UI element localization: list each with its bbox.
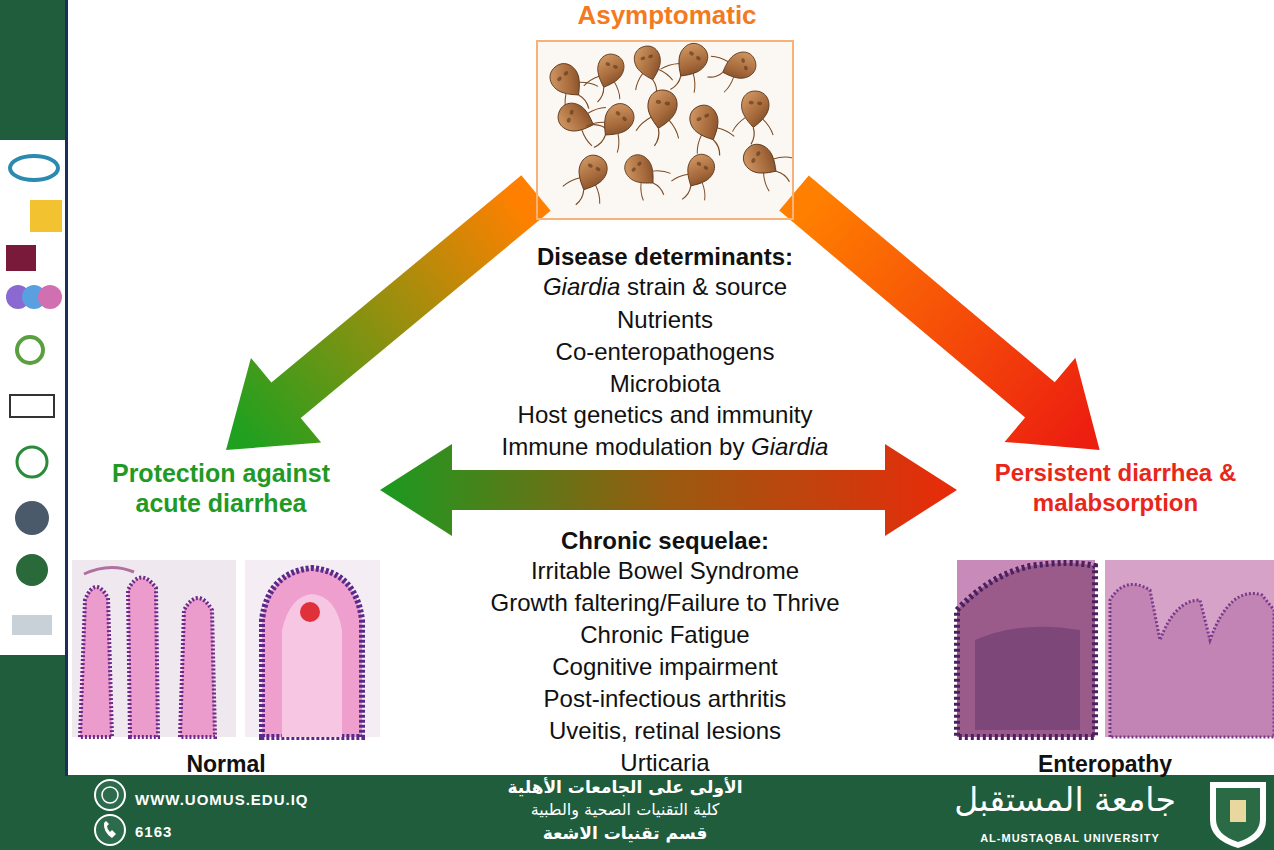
- list-item: Post-infectious arthritis: [365, 684, 965, 714]
- giardia-trophozoite: [615, 145, 678, 208]
- list-item: Uveitis, retinal lesions: [365, 716, 965, 746]
- logo-strip: [0, 140, 65, 655]
- footer-text: كلية التقنيات الصحية والطبية: [460, 799, 790, 821]
- logo-mark: [10, 156, 58, 180]
- giardia-trophozoite: [558, 148, 618, 214]
- histology-panel: [245, 560, 380, 737]
- ranking-logos: [0, 140, 65, 655]
- flattened-mucosa: [957, 563, 1095, 737]
- university-name: AL-MUSTAQBAL UNIVERSITY: [950, 831, 1190, 845]
- micrograph-box: Asymptomatic: [536, 40, 794, 220]
- giardia-trophozoite: [579, 94, 645, 161]
- phone-icon: [95, 815, 125, 845]
- list-item: Co-enteropathogens: [365, 337, 965, 367]
- intestinal-villus: [128, 577, 158, 737]
- logo-mark: [10, 395, 54, 417]
- university-shield: [1210, 782, 1266, 848]
- list-item: Immune modulation by Giardia: [365, 432, 965, 462]
- list-item: Host genetics and immunity: [365, 400, 965, 430]
- list-item: Microbiota: [365, 369, 965, 399]
- tissue-fragment: [84, 567, 134, 574]
- image-caption: Enteropathy: [957, 750, 1253, 778]
- outcome-heading: Persistent diarrhea & malabsorption: [957, 458, 1274, 518]
- histology-group: Persistent diarrhea & malabsorptionEnter…: [957, 450, 1274, 775]
- giardia-trophozoite: [666, 147, 724, 210]
- footer-text: قسم تقنيات الاشعة: [460, 822, 790, 844]
- web-icon: [95, 780, 125, 810]
- intestinal-villus: [262, 568, 362, 737]
- outcome-heading: Protection against acute diarrhea: [76, 458, 366, 518]
- logo-mark: [30, 200, 62, 232]
- intestinal-villus: [180, 598, 215, 737]
- giardia-trophozoite: [634, 87, 686, 150]
- intestinal-villus: [80, 587, 112, 737]
- university-logotype: جامعة المستقبل: [930, 780, 1200, 820]
- blunted-villi: [1110, 584, 1274, 737]
- phone-number: 6163: [135, 822, 255, 842]
- image-caption: Normal: [72, 750, 380, 778]
- giardia-trophozoite: [731, 89, 776, 146]
- list-item: Giardia strain & source: [365, 272, 965, 302]
- enteropathy-histology: [957, 560, 1274, 737]
- list-item: Irritable Bowel Syndrome: [365, 556, 965, 586]
- logo-mark: [16, 554, 48, 586]
- shield-book: [1230, 800, 1246, 822]
- giardia-trophozoite: [580, 48, 633, 108]
- outcome-heading: Asymptomatic: [478, 0, 856, 30]
- logo-mark: [38, 285, 62, 309]
- logo-mark: [17, 337, 43, 363]
- histology-panel: [1105, 560, 1274, 737]
- section-heading: Chronic sequelae:: [365, 526, 965, 556]
- logo-mark: [6, 245, 36, 271]
- footer-text: الأولى على الجامعات الأهلية: [460, 776, 790, 798]
- normal-histology: [72, 560, 380, 737]
- inflammatory-infiltrate: [975, 627, 1080, 730]
- list-item: Growth faltering/Failure to Thrive: [365, 588, 965, 618]
- list-item: Nutrients: [365, 305, 965, 335]
- blood-cells: [300, 602, 320, 622]
- gradient-arrow: [226, 175, 551, 450]
- website-text: WWW.UOMUS.EDU.IQ: [135, 790, 355, 810]
- giardia-trophozoite: [679, 98, 739, 164]
- villus-core: [282, 594, 342, 737]
- logo-mark: [15, 501, 49, 535]
- shield-outline: [1210, 782, 1266, 848]
- footer-icons: [95, 780, 125, 845]
- globe-symbol: [102, 787, 118, 803]
- list-item: Cognitive impairment: [365, 652, 965, 682]
- panel-edge: [65, 0, 68, 776]
- logo-mark: [12, 615, 52, 635]
- gradient-arrow: [779, 175, 1099, 450]
- giardia-trophozoite: [701, 42, 761, 95]
- list-item: Urticaria: [365, 748, 965, 778]
- giardia-trophozoite: [734, 134, 801, 198]
- phone-symbol: [104, 821, 116, 838]
- shield-inner: [1216, 788, 1260, 842]
- list-item: Chronic Fatigue: [365, 620, 965, 650]
- histology-group: Protection against acute diarrheaNormal: [72, 450, 380, 775]
- section-heading: Disease determinants:: [365, 242, 965, 272]
- histology-panel: [957, 560, 1095, 737]
- giardia-micrograph: [536, 34, 802, 220]
- logo-mark: [17, 447, 47, 477]
- histology-panel: [72, 560, 236, 737]
- content-panel: [68, 0, 1274, 775]
